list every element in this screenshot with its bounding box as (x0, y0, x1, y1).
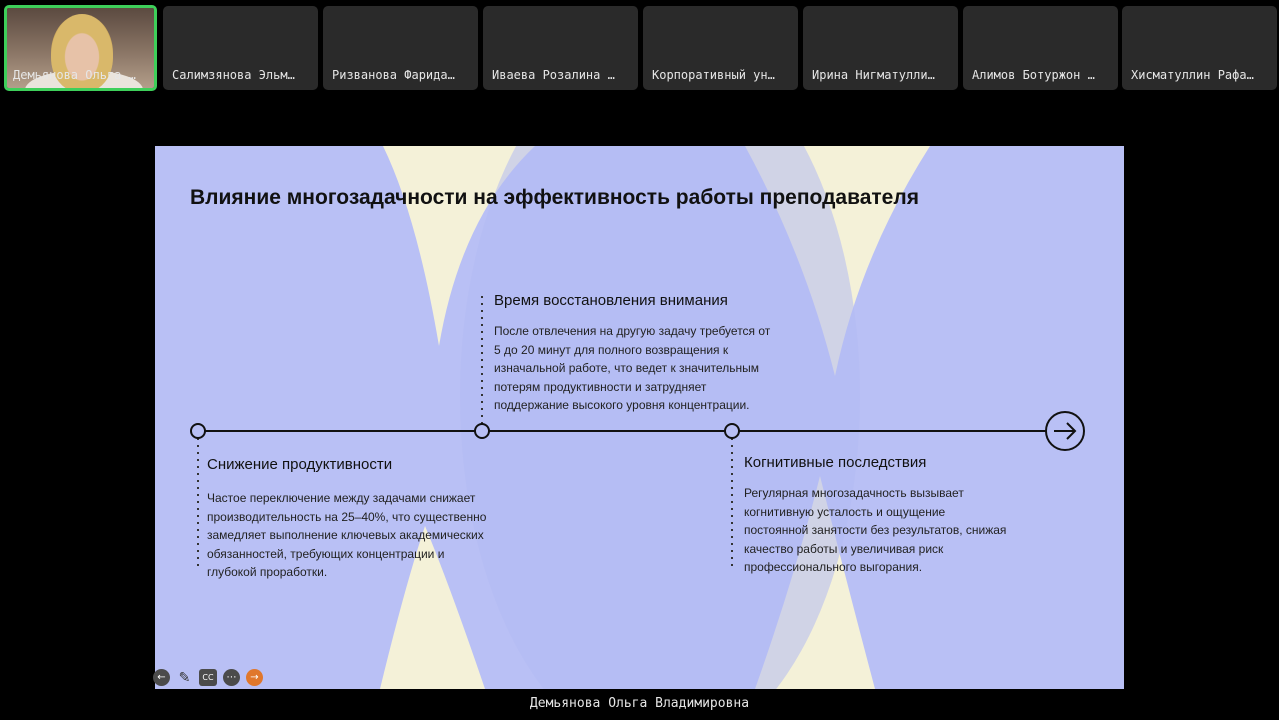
participant-name: Демьянова Ольга … (13, 68, 136, 82)
participants-strip: Демьянова Ольга … Салимзянова Эльм… Ризв… (0, 0, 1279, 96)
participant-name: Хисматуллин Рафа… (1131, 68, 1254, 82)
timeline (190, 296, 1085, 566)
participant-name: Корпоративный ун… (652, 68, 775, 82)
participant-tile[interactable]: Хисматуллин Рафа… (1122, 6, 1277, 90)
slide-toolbar: ← ✎ CC ⋯ → (153, 669, 263, 686)
participant-name: Ирина Нигматулли… (812, 68, 935, 82)
participant-tile[interactable]: Салимзянова Эльм… (163, 6, 318, 90)
shared-slide: Влияние многозадачности на эффективность… (155, 146, 1124, 689)
participant-video (7, 8, 154, 88)
captions-button[interactable]: CC (199, 669, 217, 686)
participant-tile[interactable]: Иваева Розалина … (483, 6, 638, 90)
block-text: Регулярная многозадачность вызывает когн… (744, 486, 1007, 574)
participant-name: Ризванова Фарида… (332, 68, 455, 82)
participant-tile[interactable]: Ризванова Фарида… (323, 6, 478, 90)
block-heading: Когнитивные последствия (744, 454, 927, 471)
slide-background-shapes (380, 146, 930, 689)
presenter-caption: Демьянова Ольга Владимировна (529, 696, 750, 711)
participant-tile[interactable]: Демьянова Ольга … (4, 5, 157, 91)
block-heading: Снижение продуктивности (207, 456, 393, 473)
block-text: После отвлечения на другую задачу требуе… (494, 324, 771, 412)
arrow-right-icon[interactable]: → (246, 669, 263, 686)
slide-title: Влияние многозадачности на эффективность… (190, 186, 919, 209)
participant-name: Алимов Ботуржон … (972, 68, 1095, 82)
more-icon[interactable]: ⋯ (223, 669, 240, 686)
participant-tile[interactable]: Корпоративный ун… (643, 6, 798, 90)
block-heading: Время восстановления внимания (494, 292, 728, 309)
participant-name: Иваева Розалина … (492, 68, 615, 82)
participant-name: Салимзянова Эльм… (172, 68, 295, 82)
block-text: Частое переключение между задачами снижа… (207, 491, 487, 579)
pen-icon[interactable]: ✎ (178, 669, 191, 686)
arrow-left-icon[interactable]: ← (153, 669, 170, 686)
participant-tile[interactable]: Ирина Нигматулли… (803, 6, 958, 90)
participant-tile[interactable]: Алимов Ботуржон … (963, 6, 1118, 90)
